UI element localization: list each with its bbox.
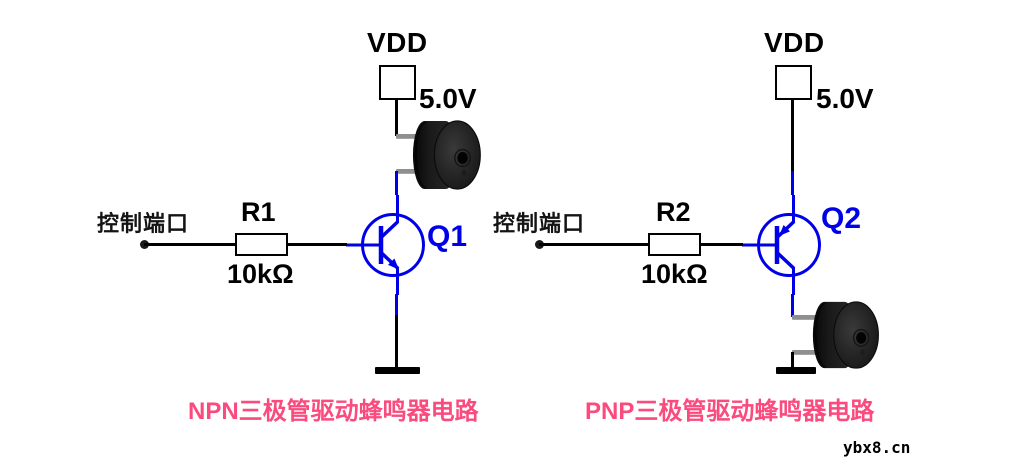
buzzer-lead: [396, 169, 422, 173]
wire-emitter-to-ground: [395, 315, 398, 368]
resistor-name: R2: [656, 197, 691, 227]
buzzer-lead: [792, 350, 817, 354]
vdd-label: VDD: [367, 27, 428, 58]
wire-port-to-resistor: [539, 243, 649, 246]
wire-buzzer-to-collector: [395, 171, 398, 195]
vdd-label: VDD: [764, 27, 825, 58]
resistor-icon: [235, 233, 288, 256]
wire-port-to-resistor: [144, 243, 236, 246]
control-port-label: 控制端口: [493, 211, 586, 236]
resistor-icon: [648, 233, 701, 256]
voltage-label: 5.0V: [816, 83, 874, 114]
pnp-arrow: [779, 225, 790, 236]
wire-resistor-to-base: [700, 243, 743, 246]
buzzer-icon: [412, 120, 481, 190]
transistor-label: Q2: [821, 202, 862, 235]
resistor-value: 10kΩ: [641, 259, 708, 289]
wire-vdd-to-emitter: [791, 99, 794, 171]
buzzer-icon: [812, 301, 879, 369]
circuit-caption: PNP三极管驱动蜂鸣器电路: [585, 398, 875, 425]
npn-transistor-icon: [346, 195, 425, 295]
wire-emitter-blue: [395, 294, 398, 315]
wire-buzzer-to-ground: [791, 352, 794, 368]
power-port-icon: [379, 65, 416, 100]
wire-resistor-to-base: [287, 243, 347, 246]
npn-arrow: [388, 258, 399, 270]
wire-vdd-to-buzzer: [395, 99, 398, 136]
watermark: ybx8.cn: [843, 438, 911, 457]
voltage-label: 5.0V: [419, 83, 477, 114]
wire-collector-to-buzzer: [791, 294, 794, 317]
circuit-caption: NPN三极管驱动蜂鸣器电路: [188, 398, 479, 425]
control-port-label: 控制端口: [97, 211, 190, 236]
wire-emitter-blue: [791, 171, 794, 195]
ground-icon: [776, 367, 816, 374]
resistor-name: R1: [241, 197, 276, 227]
buzzer-lead: [396, 134, 422, 138]
buzzer-lead: [792, 315, 817, 319]
ground-icon: [375, 367, 420, 374]
transistor-label: Q1: [427, 220, 468, 253]
power-port-icon: [775, 65, 812, 100]
pnp-transistor-icon: [742, 195, 821, 295]
resistor-value: 10kΩ: [227, 259, 294, 289]
